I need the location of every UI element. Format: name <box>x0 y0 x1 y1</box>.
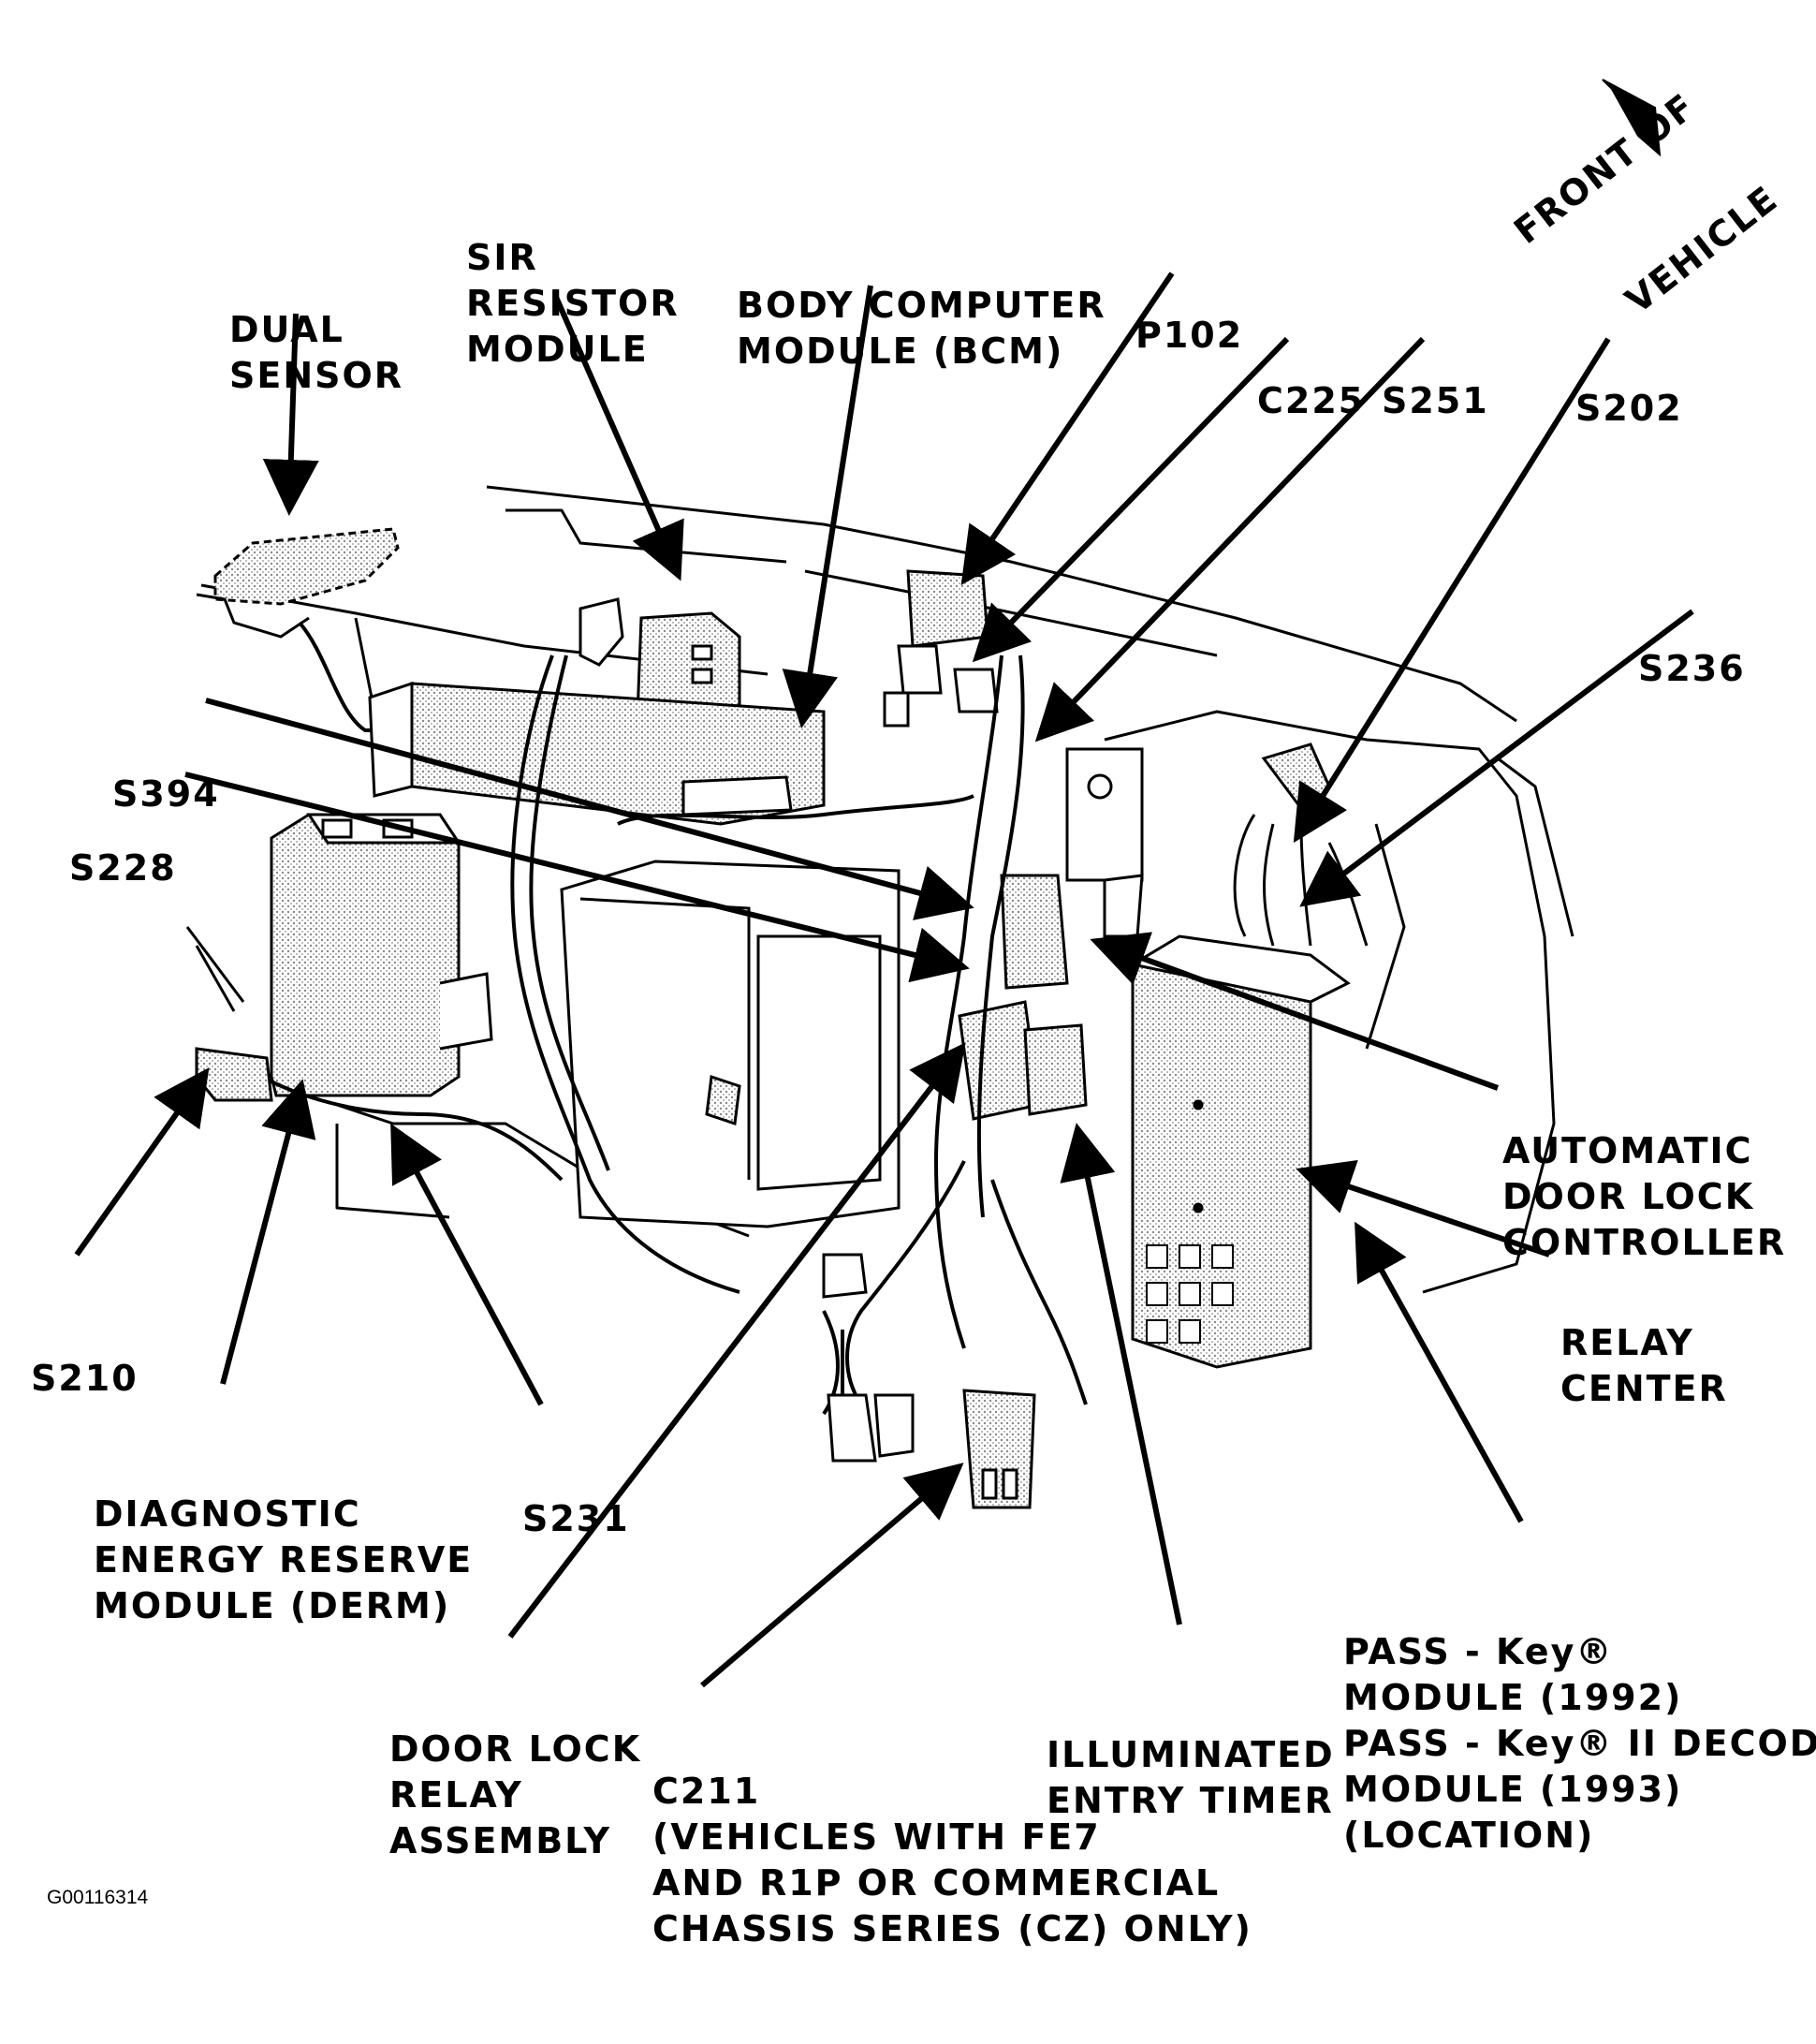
s210-clip-shape <box>195 1047 273 1102</box>
door-lock-controller-shape <box>1000 747 1144 990</box>
relay-center-shape <box>1128 934 1351 1369</box>
label-s202: S202 <box>1575 388 1683 429</box>
label-s251: S251 <box>1382 380 1489 421</box>
leader-arrows <box>74 272 1694 1688</box>
relay-center-fuses <box>1146 1244 1234 1344</box>
label-p102: P102 <box>1135 315 1244 356</box>
front-of-vehicle-arrow-icon <box>1602 79 1662 157</box>
label-s236: S236 <box>1638 648 1746 689</box>
label-s231: S231 <box>522 1498 630 1539</box>
center-stack-shape <box>560 860 901 1228</box>
upper-connectors-shape <box>883 569 999 728</box>
figure-id: G00116314 <box>47 1887 149 1908</box>
dual-sensor-unit <box>196 527 412 732</box>
label-s228: S228 <box>69 847 177 889</box>
lower-connectors-shape <box>822 1253 1036 1509</box>
derm-shape <box>270 813 493 1097</box>
component-illustration <box>74 79 1694 1688</box>
label-pass-key-module: PASS - Key®MODULE (1992)PASS - Key® II D… <box>1343 1631 1816 1856</box>
bcm-shape <box>368 681 826 826</box>
label-c225: C225 <box>1257 380 1366 421</box>
label-s394: S394 <box>112 773 220 815</box>
label-s210: S210 <box>31 1358 139 1399</box>
